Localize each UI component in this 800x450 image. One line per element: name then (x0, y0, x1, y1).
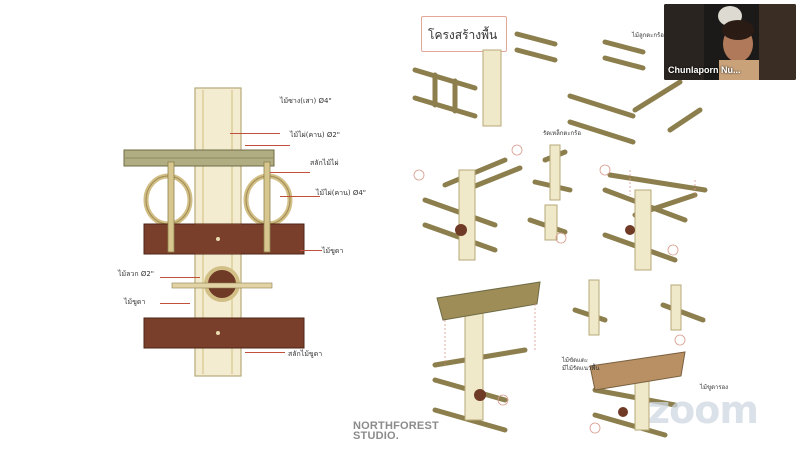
note-floor-a: ไม้ขัดแตะ (562, 357, 588, 364)
participant-video-tile[interactable]: Chunlaporn Nu... (664, 4, 796, 80)
participant-name: Chunlaporn Nu... (668, 65, 741, 75)
label-dark-beam-2: ไม้ขูดา (124, 298, 146, 306)
note-floor-b: มีไม้รัดแนวพื้น (562, 365, 600, 372)
floor-slats-right (589, 351, 686, 391)
label-beam-2in: ไม้ไผ่(คาน) Ø2" (290, 131, 341, 139)
leader-line (300, 250, 322, 251)
leader-line (160, 277, 200, 278)
joint-detail-drawing (123, 87, 305, 377)
label-peg-bottom: สลักไม้ขูดา (288, 350, 323, 358)
note-floor-c: ไม้ขูดารอง (700, 384, 729, 391)
participant-video (664, 4, 796, 80)
leader-line (270, 172, 310, 173)
left-peg (167, 161, 175, 253)
note-steel: รัดเหล็กตะกร้อ (543, 130, 582, 137)
studio-logo: NORTHFOREST STUDIO. (353, 420, 439, 442)
assembly-steps-drawing (412, 31, 708, 438)
small-rod (171, 282, 273, 289)
section-title: โครงสร้างพื้น (428, 28, 498, 42)
brand-line-1: NORTHFOREST (353, 420, 439, 432)
label-post: ไม้ซาง(เสา) Ø4" (280, 97, 332, 105)
dark-beam-lower (143, 317, 305, 349)
note-ring: ไม้ลูกตะกร้อ (632, 32, 664, 39)
floor-slats-left (436, 281, 541, 321)
leader-line (160, 303, 190, 304)
leader-line (245, 145, 290, 146)
leader-line (245, 352, 285, 353)
label-dark-beam: ไม้ขูดา (322, 247, 344, 255)
zoom-watermark: zoom (648, 388, 759, 432)
section-title-box: โครงสร้างพื้น (421, 16, 507, 52)
label-rod: ไม้ลวก Ø2" (118, 270, 155, 278)
label-beam-4in: ไม้ไผ่(คาน) Ø4" (316, 189, 367, 197)
brand-line-2: STUDIO. (353, 430, 400, 442)
label-bamboo-peg: สลักไม้ไผ่ (310, 159, 339, 167)
right-peg (263, 161, 271, 253)
leader-line (280, 196, 320, 197)
leader-line (230, 133, 280, 134)
